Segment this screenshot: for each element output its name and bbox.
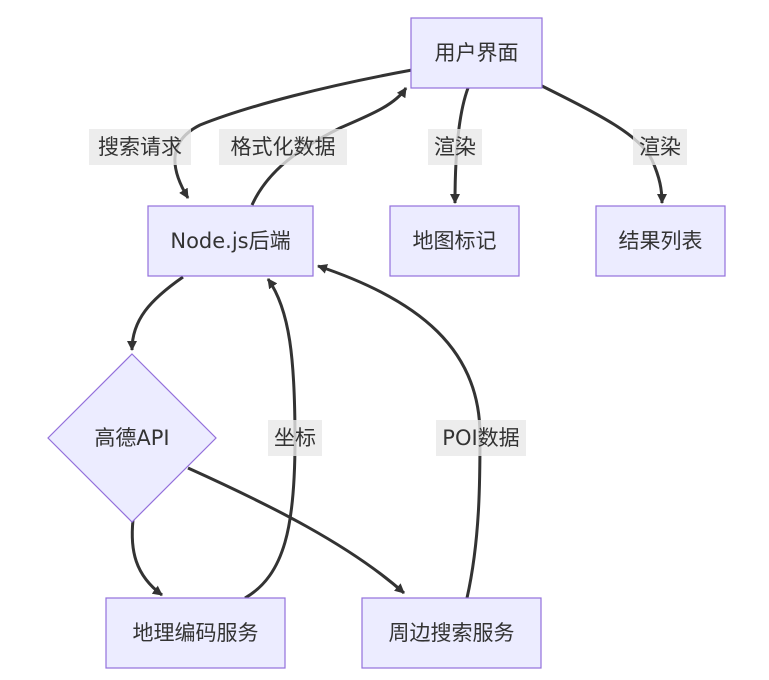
svg-text:渲染: 渲染: [434, 135, 476, 159]
svg-text:搜索请求: 搜索请求: [98, 135, 182, 159]
svg-text:周边搜索服务: 周边搜索服务: [389, 621, 515, 645]
edge-labels: 搜索请求 格式化数据 渲染 渲染 坐标 POI数据: [89, 129, 687, 456]
node-map-markers[interactable]: 地图标记: [389, 205, 520, 277]
node-user-interface[interactable]: 用户界面: [410, 17, 543, 89]
edge-backend-to-amap: [127, 275, 184, 351]
edges: [127, 68, 667, 600]
node-amap-api[interactable]: 高德API: [47, 353, 217, 523]
svg-text:地图标记: 地图标记: [413, 229, 497, 253]
node-geocode-service[interactable]: 地理编码服务: [105, 597, 286, 669]
edge-amap-to-nearby: [187, 466, 405, 595]
svg-text:用户界面: 用户界面: [435, 41, 519, 65]
edge-label-coordinates: 坐标: [268, 420, 322, 456]
node-nodejs-backend[interactable]: Node.js后端: [147, 205, 314, 277]
svg-text:渲染: 渲染: [639, 135, 681, 159]
svg-text:格式化数据: 格式化数据: [231, 135, 336, 159]
edge-label-formatted-data: 格式化数据: [219, 129, 347, 165]
svg-text:坐标: 坐标: [274, 426, 316, 450]
svg-text:POI数据: POI数据: [442, 426, 519, 450]
nodes: 用户界面 Node.js后端 地图标记 结果列表 高德API 地理编码服务 周边…: [47, 17, 726, 669]
edge-label-search-request: 搜索请求: [89, 129, 191, 165]
svg-text:高德API: 高德API: [94, 426, 169, 450]
svg-text:地理编码服务: 地理编码服务: [133, 621, 259, 645]
node-nearby-search-service[interactable]: 周边搜索服务: [361, 597, 542, 669]
svg-text:结果列表: 结果列表: [619, 229, 703, 253]
node-result-list[interactable]: 结果列表: [595, 205, 726, 277]
edge-label-render-1: 渲染: [428, 129, 482, 165]
edge-label-poi-data: POI数据: [436, 420, 526, 456]
edge-label-render-2: 渲染: [633, 129, 687, 165]
edge-amap-to-geocode: [130, 519, 163, 597]
svg-text:Node.js后端: Node.js后端: [170, 229, 290, 253]
